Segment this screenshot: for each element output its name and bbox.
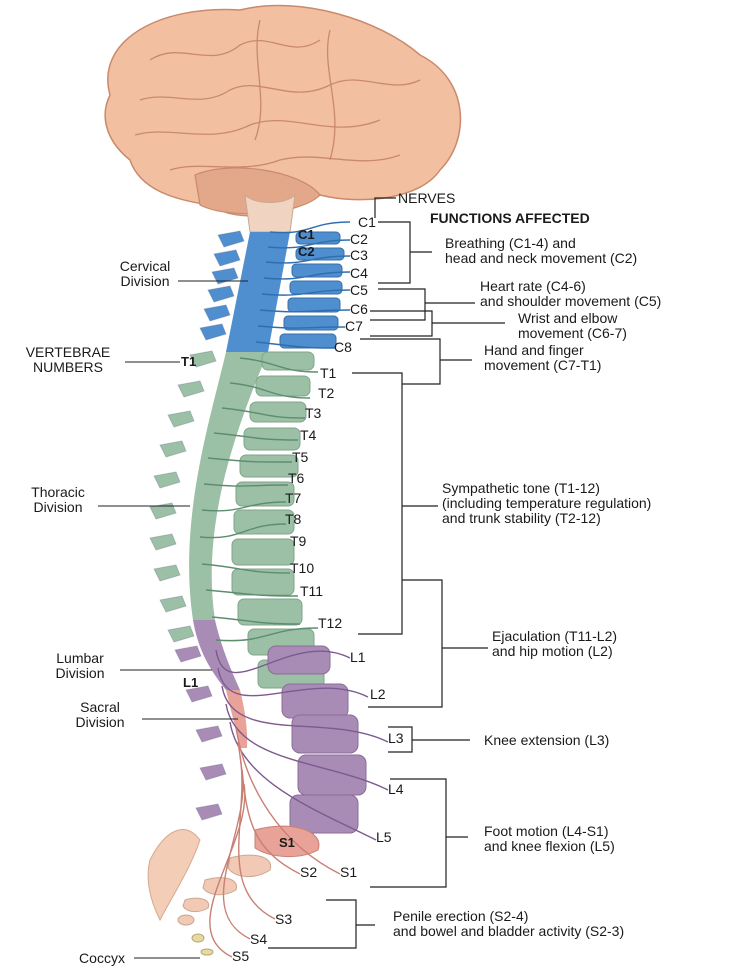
vertebrae-numbers-label-2: NUMBERS	[33, 359, 103, 375]
nerve-label-l1: L1	[350, 649, 366, 665]
function-text-7: Knee extension (L3)	[484, 732, 609, 748]
nerves-header-leader	[375, 198, 396, 218]
nerve-label-t9: T9	[290, 533, 307, 549]
lumbar-label-1: Lumbar	[56, 650, 104, 666]
nerve-label-s3: S3	[275, 911, 292, 927]
nerve-label-t6: T6	[288, 470, 305, 486]
spinous-process	[212, 268, 238, 284]
nerve-label-l4: L4	[388, 781, 404, 797]
lumbar-label-2: Division	[55, 665, 104, 681]
nerve-label-t5: T5	[292, 449, 309, 465]
nerve-label-s2: S2	[300, 864, 317, 880]
nerve-label-t7: T7	[285, 490, 302, 506]
spinous-process	[204, 305, 230, 321]
spinous-process	[178, 381, 204, 397]
spinous-process	[208, 286, 234, 302]
vertebra-label-c2: C2	[298, 244, 315, 259]
function-descriptions: Breathing (C1-4) andhead and neck moveme…	[393, 235, 661, 939]
lumbar-vertebra	[292, 715, 358, 753]
nerve-label-l5: L5	[376, 829, 392, 845]
spinous-process	[214, 250, 240, 266]
spinous-process	[154, 472, 180, 488]
nerve-label-s1: S1	[340, 864, 357, 880]
spinous-process	[150, 534, 176, 550]
nerve-label-t1: T1	[320, 365, 337, 381]
sacral-label-2: Division	[75, 714, 124, 730]
thoracic-vertebra	[262, 352, 314, 370]
nerve-root-s4	[223, 770, 250, 939]
nerve-label-s4: S4	[250, 931, 267, 947]
spinous-process	[150, 503, 176, 519]
lumbar-vertebra	[298, 755, 366, 795]
spinous-process	[196, 804, 222, 820]
nerve-label-t2: T2	[318, 385, 335, 401]
spinous-process	[196, 726, 222, 742]
function-text-5: Sympathetic tone (T1-12)(including tempe…	[442, 480, 651, 526]
nerve-label-c3: C3	[350, 247, 368, 263]
spinous-process	[168, 411, 194, 427]
nerve-label-t4: T4	[300, 427, 317, 443]
nerve-label-t3: T3	[305, 405, 322, 421]
vertebrae-numbers-label-1: VERTEBRAE	[26, 344, 111, 360]
vertebra-label-l1: L1	[183, 675, 198, 690]
thoracic-vertebra	[256, 376, 310, 396]
spinous-process	[200, 764, 226, 780]
nerves-header: NERVES	[398, 190, 455, 206]
thoracic-label-1: Thoracic	[31, 484, 85, 500]
function-text-8: Foot motion (L4-S1)and knee flexion (L5)	[484, 823, 615, 854]
nerve-label-s5: S5	[232, 948, 249, 964]
nerve-label-c2: C2	[350, 231, 368, 247]
spinous-process	[175, 646, 201, 662]
nerve-label-c5: C5	[350, 282, 368, 298]
sacral-label-1: Sacral	[80, 699, 120, 715]
thoracic-vertebra	[232, 539, 294, 565]
function-text-2: Heart rate (C4-6)and shoulder movement (…	[480, 278, 661, 309]
nerve-label-l3: L3	[388, 730, 404, 746]
function-text-6: Ejaculation (T11-L2)and hip motion (L2)	[492, 628, 617, 659]
spinous-process	[160, 596, 186, 612]
cervical-label-2: Division	[120, 273, 169, 289]
coccyx-label: Coccyx	[79, 950, 125, 966]
spinous-process	[168, 626, 194, 642]
cervical-label-1: Cervical	[120, 258, 171, 274]
nerve-label-t10: T10	[290, 560, 314, 576]
nerve-label-t8: T8	[285, 511, 302, 527]
vertebra-label-s1: S1	[279, 835, 295, 850]
nerve-label-c6: C6	[350, 301, 368, 317]
nerve-label-c7: C7	[345, 318, 363, 334]
spinous-process	[200, 324, 226, 340]
nerve-label-c8: C8	[334, 339, 352, 355]
vertebra-label-t1: T1	[181, 354, 196, 369]
thoracic-vertebra	[250, 402, 306, 422]
nerve-label-c1: C1	[358, 214, 376, 230]
function-text-9: Penile erection (S2-4)and bowel and blad…	[393, 908, 624, 939]
nerve-label-t12: T12	[318, 615, 342, 631]
vertebra-label-c1: C1	[298, 227, 315, 242]
division-labels: Cervical Division VERTEBRAE NUMBERS Thor…	[26, 258, 248, 966]
spinous-process	[154, 565, 180, 581]
nerve-label-t11: T11	[300, 583, 323, 599]
functions-affected-header: FUNCTIONS AFFECTED	[430, 210, 590, 226]
thoracic-label-2: Division	[33, 499, 82, 515]
spinous-process	[160, 441, 186, 457]
nerve-label-l2: L2	[370, 686, 386, 702]
nerve-label-c4: C4	[350, 265, 368, 281]
spinous-process	[218, 231, 244, 247]
